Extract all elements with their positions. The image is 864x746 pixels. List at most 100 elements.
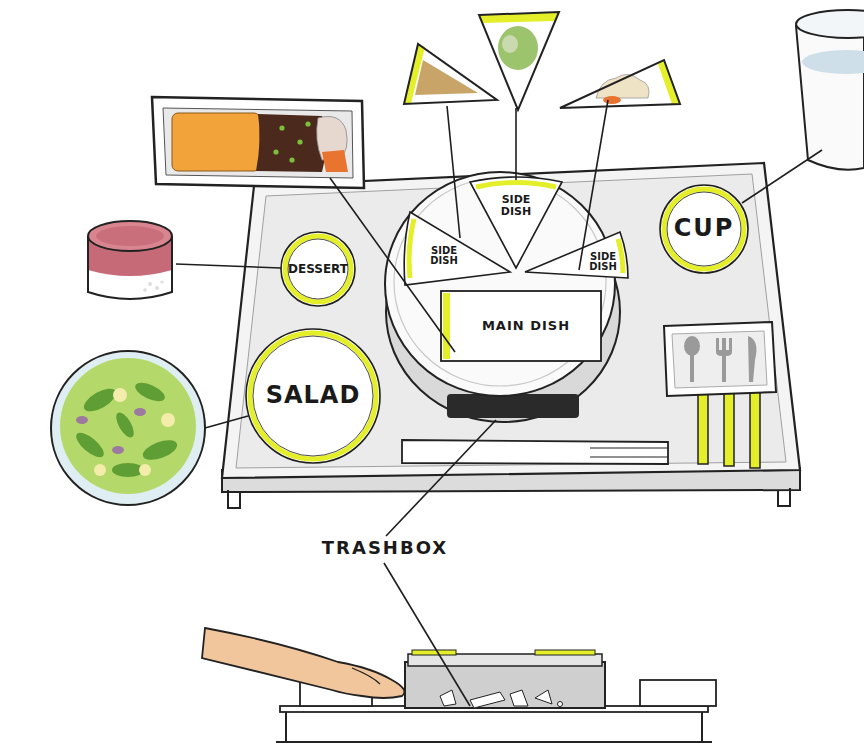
hand-part <box>352 668 380 684</box>
dish-label: SALAD <box>266 383 361 408</box>
text-box: MAIN DISH <box>454 294 598 358</box>
bento-box-part <box>273 149 278 154</box>
dish-label: MAIN DISH <box>482 319 570 333</box>
trash-station-part <box>405 662 605 708</box>
water-cup <box>796 10 864 170</box>
leader-line-part <box>330 178 455 352</box>
text-box: SALAD <box>250 333 376 459</box>
highlight-ring <box>285 236 351 302</box>
salad-bowl-part <box>60 358 196 494</box>
dish-label: SIDE DISH <box>580 252 626 273</box>
tray-part <box>236 174 786 468</box>
highlight-ring <box>250 333 376 459</box>
chopsticks-part <box>590 456 668 457</box>
vegetable-slice <box>479 12 559 110</box>
main-dish-node: MAIN DISH <box>440 290 602 362</box>
side-dish-node: SIDE DISH <box>522 226 634 286</box>
bento-box-part <box>322 150 348 172</box>
plate-rim <box>253 336 373 456</box>
turntable <box>385 172 620 422</box>
highlight-ring <box>664 189 744 269</box>
highlight-bar <box>443 293 450 359</box>
tray-part <box>222 163 800 478</box>
salad-bowl-part <box>51 351 205 505</box>
water-cup-part <box>796 10 864 38</box>
salad-bowl-part <box>113 410 137 440</box>
wedge-outline <box>404 212 510 285</box>
salad-bowl-part <box>80 384 119 416</box>
vegetable-slice-part <box>479 12 559 110</box>
bento-box-part <box>163 108 353 178</box>
trash-station-part <box>470 692 505 708</box>
bento-box <box>152 97 364 188</box>
chicken-slice-part <box>560 60 680 108</box>
salad-bowl-part <box>112 446 124 454</box>
plate-node: DESSERT <box>279 230 357 308</box>
salad-bowl-part <box>51 351 205 505</box>
wedge-fill <box>470 177 562 268</box>
salad-bowl-part <box>72 429 107 462</box>
dish-box <box>441 291 601 361</box>
dessert-cup-part <box>143 288 147 292</box>
cake-slice <box>404 44 497 104</box>
dessert-cup-part <box>155 286 159 290</box>
leader-line <box>176 100 822 706</box>
salad-bowl-part <box>113 388 127 402</box>
leader-line-part <box>742 150 822 203</box>
cutlery-tray-part <box>684 336 700 356</box>
highlight-band <box>476 183 556 188</box>
trash-station-part <box>535 650 595 655</box>
chicken-slice-part <box>603 96 621 104</box>
chicken-slice-part <box>596 74 649 98</box>
plate-node: SALAD <box>244 327 382 465</box>
chopsticks-part <box>590 447 668 448</box>
leader-line-part <box>579 100 608 270</box>
dessert-cup-part <box>96 226 164 246</box>
bento-box-part <box>172 113 260 171</box>
trash-station-part <box>640 680 716 706</box>
plate-node: CUP <box>658 183 750 275</box>
dish-label: SIDE DISH <box>490 194 542 217</box>
salad-bowl <box>51 351 205 505</box>
trash-station-part <box>412 650 456 655</box>
bento-box-part <box>305 121 310 126</box>
bento-box-part <box>289 157 294 162</box>
salad-bowl-part <box>94 464 106 476</box>
chicken-slice <box>560 60 680 108</box>
cake-slice-part <box>404 44 425 104</box>
node-shape <box>522 226 634 286</box>
cutlery-tray-part <box>748 336 756 382</box>
trash-station-part <box>408 654 602 666</box>
highlight-band <box>618 239 623 273</box>
hand-part <box>202 628 404 698</box>
side-dish-node: SIDE DISH <box>400 208 512 290</box>
turntable-part <box>447 394 579 418</box>
dish-outline <box>441 291 601 361</box>
plate-circle <box>246 329 380 463</box>
salad-bowl-part <box>76 416 88 424</box>
leader-line-part <box>205 416 248 428</box>
trash-station-part <box>535 690 552 704</box>
salad-bowl-part <box>134 408 146 416</box>
turntable-part <box>394 178 606 386</box>
bento-box-part <box>256 114 326 172</box>
cutlery-tray-part <box>716 338 732 382</box>
bento-box-part <box>279 125 284 130</box>
cake-slice-part <box>404 44 497 104</box>
cake-slice-part <box>404 44 497 104</box>
vegetable-slice-part <box>479 12 559 110</box>
hand <box>202 628 404 698</box>
dessert-cup-part <box>148 282 152 286</box>
trash-station-part <box>510 690 528 706</box>
dessert-cup-part <box>160 280 163 283</box>
cutlery-tray-part <box>672 331 767 388</box>
leader-line-part <box>176 264 281 268</box>
leader-line-part <box>447 106 460 238</box>
plate-rim <box>288 239 348 299</box>
trash-station-part <box>558 702 563 707</box>
cutlery-tray-part <box>664 322 776 396</box>
water-cup-part <box>802 50 864 74</box>
